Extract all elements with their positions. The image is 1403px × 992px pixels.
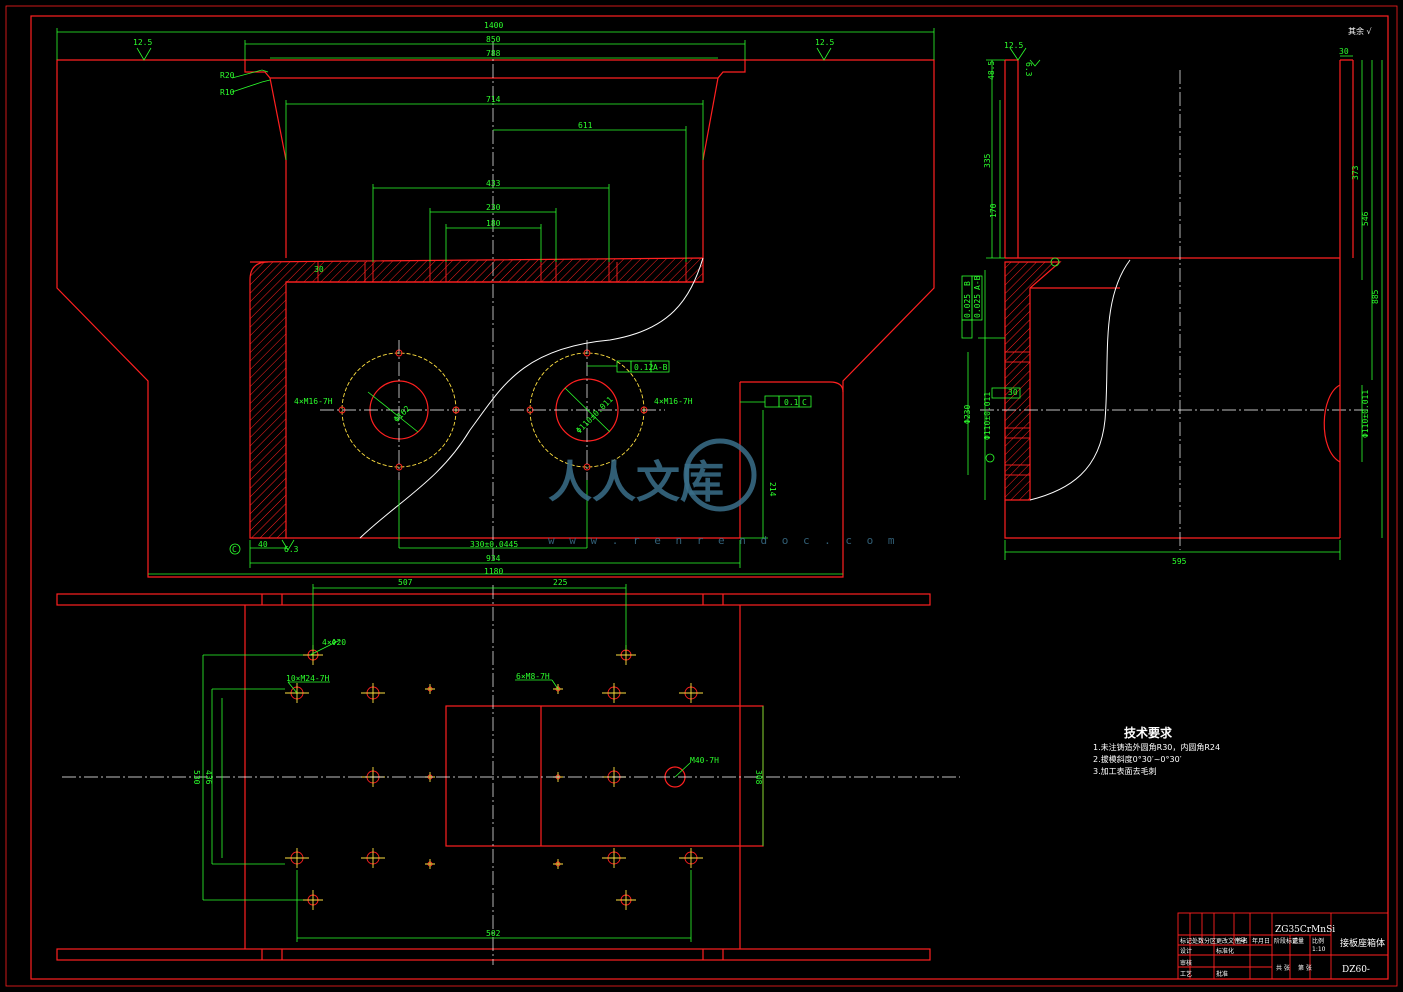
right-d546: 546 [1361, 211, 1370, 226]
tb-r1-5: 年月日 [1252, 937, 1270, 945]
watermark-url: w w w . r e n r e n d o c . c o m [548, 534, 899, 547]
tb-r1-4: 签名 [1236, 937, 1248, 945]
tb-material: ZG35CrMnSi [1275, 925, 1335, 935]
side-phi230: Φ230 [963, 405, 972, 424]
side-v2: 335 [983, 153, 992, 168]
side-view: 12.5 6.3 48.5 335 170 0.025 B 0.025 A-B … [961, 41, 1370, 566]
dim-714: 714 [486, 95, 501, 104]
roughness-right: 12.5 [815, 38, 834, 47]
tb-r2-6: 比例 [1312, 937, 1324, 945]
hole-m40: M40-7H [690, 756, 719, 765]
dim-225: 225 [553, 578, 568, 587]
dim-214: 214 [768, 482, 777, 497]
tb-r1-0: 标记 [1180, 937, 1192, 945]
tb-r4-0: 工艺 [1180, 970, 1192, 978]
tb-r2-4: 阶段标记 [1274, 937, 1298, 945]
tb-r1-3: 更改文件号 [1216, 937, 1246, 945]
dim-934: 934 [486, 554, 501, 563]
tb-r3-0: 审核 [1180, 959, 1192, 967]
side-tol1-ref: B [963, 281, 972, 286]
dim-1400: 1400 [484, 21, 503, 30]
side-top: 12.5 [1004, 41, 1023, 50]
tb-r2-0: 设计 [1180, 947, 1192, 955]
dim-left-v1: 530 [192, 770, 201, 785]
holes-10x: 10×M24-7H [286, 674, 330, 683]
tb-r1-1: 处数 [1192, 937, 1204, 945]
dim-180: 180 [486, 219, 501, 228]
technical-notes: 技术要求 1.未注铸造外圆角R30，内圆角R24 2.拔模斜度0°30′~0°3… [1093, 725, 1220, 776]
dim-230: 230 [486, 203, 501, 212]
hole-label-right: 4×M16-7H [654, 397, 693, 406]
right-view: 30 373 546 885 Φ110±0.011 其余 √ [1323, 26, 1383, 538]
dim-r20: R20 [220, 71, 235, 80]
tb-drawing-no: DZ60- [1342, 965, 1370, 975]
side-d595: 595 [1172, 557, 1187, 566]
tb-r4-2: 批准 [1216, 970, 1228, 978]
sheet-inner-border [30, 15, 1389, 980]
phi-right: Φ110±0.011 [574, 395, 615, 436]
roughness-bottom: 6.3 [284, 545, 299, 554]
tb-r4-5: 第 张 [1298, 964, 1312, 972]
tol-perp-ref: A-B [653, 363, 668, 372]
tol-perp-value: 0.12 [634, 363, 653, 372]
note-1: 1.未注铸造外圆角R30，内圆角R24 [1093, 742, 1220, 752]
side-tol2: 0.025 [973, 294, 982, 318]
right-d30: 30 [1339, 47, 1349, 56]
dim-788: 788 [486, 49, 501, 58]
side-phi110: Φ110±0.011 [983, 392, 992, 440]
dim-right-v: 308 [754, 770, 763, 785]
holes-6x: 6×M8-7H [516, 672, 550, 681]
tb-r4-4: 共 张 [1276, 964, 1290, 972]
front-view: 1400 850 788 714 611 433 230 180 R20 R10… [56, 21, 935, 578]
tb-r1-2: 分区 [1204, 937, 1216, 945]
dim-433: 433 [486, 179, 501, 188]
phi-left: Φ162 [392, 404, 412, 424]
dim-30: 30 [314, 265, 324, 274]
dim-850: 850 [486, 35, 501, 44]
right-d373: 373 [1351, 165, 1360, 180]
tol-par-ref: C [802, 398, 807, 407]
dim-611: 611 [578, 121, 593, 130]
sheet-outer-border [5, 5, 1398, 987]
dim-left-v2: 436 [204, 770, 213, 785]
notes-title: 技术要求 [1124, 725, 1173, 740]
tb-r2-5: 重量 [1292, 937, 1304, 945]
watermark-text: 人人文库 [548, 457, 724, 508]
note-2: 2.拔模斜度0°30′~0°30′ [1093, 754, 1182, 764]
right-d885: 885 [1371, 289, 1380, 304]
side-v1: 48.5 [987, 61, 996, 80]
corner-roughness-mark: 其余 √ [1348, 26, 1373, 36]
tb-part-name: 接板座箱体 [1340, 937, 1385, 949]
tol-par-value: 0.1 [784, 398, 799, 407]
note-3: 3.加工表面去毛刺 [1093, 766, 1157, 776]
title-block: ZG35CrMnSi 接板座箱体 DZ60- 1:10 标记 处数 分区 更改文… [1177, 912, 1389, 980]
roughness-left: 12.5 [133, 38, 152, 47]
datum-c: C [232, 545, 237, 554]
hole-label-left: 4×M16-7H [294, 397, 333, 406]
watermark: 人人文库 w w w . r e n r e n d o c . c o m [548, 438, 899, 547]
right-phi110: Φ110±0.011 [1361, 390, 1370, 438]
side-d30: 30 [1008, 388, 1018, 397]
dim-502: 502 [486, 929, 501, 938]
dim-center-dist: 330±0.0445 [470, 540, 518, 549]
bottom-view: 507 225 4×Φ20 10×M24-7H 6×M8-7H M40-7H 5… [56, 578, 960, 965]
tb-r2-2: 标准化 [1216, 947, 1234, 955]
tb-scale: 1:10 [1312, 946, 1326, 953]
side-top-rough: 6.3 [1024, 62, 1033, 77]
dim-r10: R10 [220, 88, 235, 97]
side-tol1: 0.025 [963, 294, 972, 318]
side-tol2-ref: A-B [973, 275, 982, 290]
dim-1180: 1180 [484, 567, 503, 576]
holes-4x: 4×Φ20 [322, 638, 346, 647]
dim-507: 507 [398, 578, 413, 587]
side-v3: 170 [989, 203, 998, 218]
dim-40: 40 [258, 540, 268, 549]
